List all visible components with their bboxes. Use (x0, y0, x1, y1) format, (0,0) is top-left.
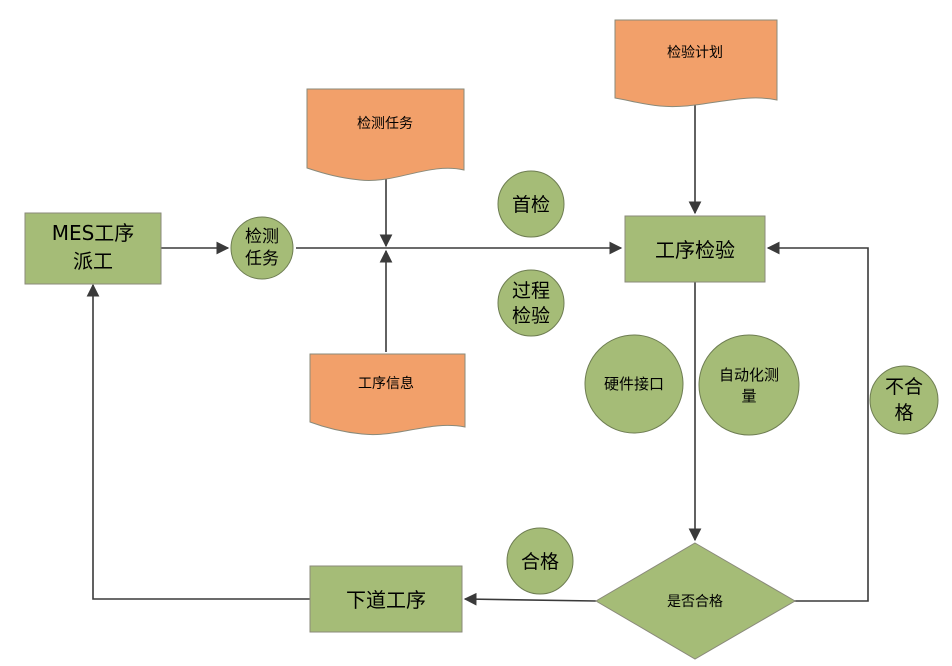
node-qualified-decision-label: 是否合格 (667, 594, 723, 610)
node-process-inspection: 工序检验 (624, 215, 766, 283)
bubble-inspection-task-line2: 任务 (245, 249, 279, 269)
bubble-unqualified-line2: 格 (894, 402, 913, 424)
bubble-auto-measurement-line2: 量 (741, 387, 756, 405)
bubble-auto-measurement-line1: 自动化测 (719, 366, 779, 384)
arrow-unqualified-loop (766, 241, 869, 602)
bubble-unqualified: 不合 格 (869, 365, 939, 435)
doc-inspection-task: 检测任务 (306, 88, 465, 181)
doc-process-info: 工序信息 (309, 353, 466, 436)
bubble-hardware-interface: 硬件接口 (584, 334, 684, 434)
doc-process-info-label: 工序信息 (358, 375, 414, 392)
node-process-inspection-label: 工序检验 (655, 238, 735, 262)
doc-inspection-task-label: 检测任务 (357, 116, 413, 132)
bubble-process-inspection-line2: 检验 (512, 305, 550, 327)
bubble-unqualified-line1: 不合 (885, 376, 923, 398)
node-mes-dispatch: MES工序 派工 (24, 212, 162, 285)
arrow-decision-to-next (463, 592, 597, 606)
bubble-hardware-interface-label: 硬件接口 (604, 375, 664, 393)
arrow-next-to-mes (86, 283, 310, 600)
bubble-qualified: 合格 (506, 527, 574, 595)
doc-inspection-plan-label: 检验计划 (667, 45, 723, 61)
bubble-first-inspection: 首检 (497, 170, 565, 238)
node-next-process-label: 下道工序 (346, 588, 426, 612)
bubble-inspection-task: 检测 任务 (230, 216, 294, 280)
bubble-first-inspection-label: 首检 (512, 194, 550, 216)
node-qualified-decision: 是否合格 (595, 542, 796, 660)
bubble-inspection-task-line1: 检测 (245, 227, 279, 247)
node-mes-dispatch-line1: MES工序 (52, 221, 135, 245)
node-next-process: 下道工序 (309, 565, 463, 633)
node-mes-dispatch-line2: 派工 (73, 249, 113, 273)
bubble-auto-measurement: 自动化测 量 (698, 334, 800, 436)
bubble-process-inspection-line1: 过程 (512, 280, 550, 302)
bubble-process-inspection: 过程 检验 (497, 269, 565, 337)
bubble-qualified-label: 合格 (521, 551, 559, 573)
doc-inspection-plan: 检验计划 (614, 19, 778, 108)
